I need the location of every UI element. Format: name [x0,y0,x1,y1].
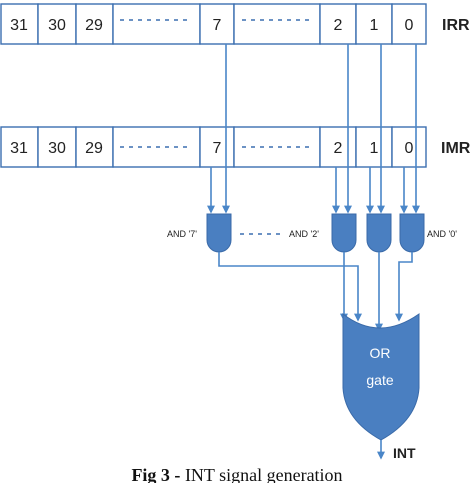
or-gate-label-line1: OR [370,345,391,361]
int-output-label: INT [393,445,416,461]
and-gate-2 [331,213,357,253]
imr-label: IMR [441,140,471,157]
irr-label: IRR [442,17,470,34]
figure-caption-prefix: Fig 3 - [131,465,180,483]
irr-bit-29: 29 [85,17,103,34]
irr-cell-0 [391,3,427,45]
imr-bit-2: 2 [334,140,343,157]
irr-bit-1: 1 [370,17,379,34]
irr-bit-7: 7 [213,17,222,34]
irr-cell-1 [355,3,393,45]
imr-cell-0 [391,126,427,168]
irr-bit-30: 30 [48,17,66,34]
irr-cell-29 [75,3,114,45]
imr-bit-31: 31 [10,140,28,157]
irr-cell-gap-right [233,3,321,45]
and-to-or-wires [218,252,413,332]
imr-cell-29 [75,126,114,168]
or-gate-label-line2: gate [366,372,393,388]
and-gate-7-label: AND '7' [167,229,197,239]
and-gate-0 [399,213,425,253]
imr-bit-29: 29 [85,140,103,157]
imr-cell-2 [319,126,357,168]
irr-cell-gap-left [112,3,201,45]
and-gate-2-label: AND '2' [289,229,319,239]
irr-cell-2 [319,3,357,45]
imr-to-and-wires [207,167,408,214]
or-gate: OR gate [342,312,420,441]
imr-bit-1: 1 [370,140,379,157]
figure-caption: Fig 3 - INT signal generation [131,465,342,483]
irr-bit-2: 2 [334,17,343,34]
irr-cell-31 [0,3,39,45]
imr-register: 31 30 29 7 2 1 0 IMR [0,126,471,168]
irr-register: 31 30 29 7 2 1 0 IRR [0,3,470,45]
imr-bit-7: 7 [213,140,222,157]
imr-bit-0: 0 [405,140,414,157]
irr-bit-31: 31 [10,17,28,34]
and-gate-1 [366,213,392,253]
imr-bit-30: 30 [48,140,66,157]
irr-bit-0: 0 [405,17,414,34]
irr-cell-30 [37,3,77,45]
imr-cell-1 [355,126,393,168]
irr-to-and-wires [222,44,420,214]
and-gate-0-label: AND '0' [427,229,457,239]
figure-caption-text: INT signal generation [180,465,342,483]
and-gate-7 [206,213,232,253]
imr-cell-30 [37,126,77,168]
